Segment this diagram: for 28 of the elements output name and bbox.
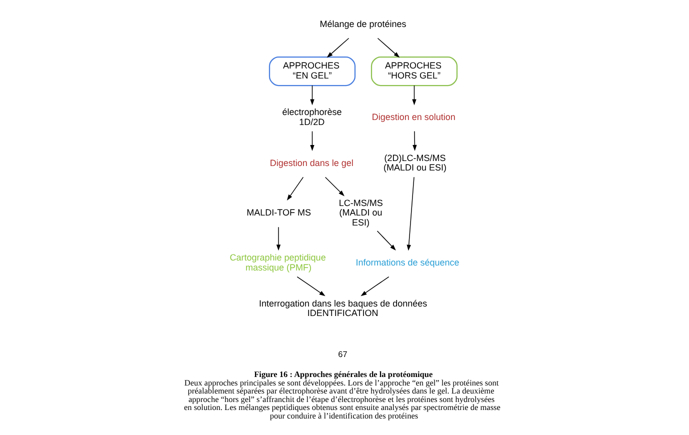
arrow bbox=[377, 38, 400, 58]
node-text: Digestion en solution bbox=[372, 112, 456, 122]
arrow bbox=[412, 85, 416, 106]
node-text: Cartographie peptidique massique (PMF) bbox=[230, 252, 326, 272]
arrow bbox=[324, 176, 344, 196]
node-text: Informations de séquence bbox=[356, 258, 460, 268]
node-box: APPROCHES “EN GEL” bbox=[268, 56, 356, 86]
node-text: MALDI-TOF MS bbox=[246, 208, 311, 218]
arrow bbox=[412, 130, 417, 151]
arrow bbox=[360, 276, 390, 296]
label: 67 bbox=[338, 350, 348, 359]
arrow bbox=[276, 226, 281, 251]
arrow bbox=[296, 276, 326, 296]
arrow bbox=[310, 85, 314, 106]
arrow bbox=[286, 176, 304, 201]
arrow bbox=[326, 38, 350, 58]
node-text: LC-MS/MS (MALDI ou ESI) bbox=[338, 198, 383, 228]
node-text: (2D)LC-MS/MS (MALDI ou ESI) bbox=[384, 152, 447, 173]
caption: Deux approches principales se sont développées. Lors de l’approche “en gel” les protéines sont préalablement séparées par électrophorèse avant d’être hydrolysées dans le gel. La deuxième approche “hors gel” s’affranchit de l’étape d’électrophorèse et les protéines sont hydrolysées en solution. Les mélanges peptidiques obtenus sont ensuite analysés par spectrométrie de masse pour conduire à l’identification des protéines bbox=[184, 378, 500, 420]
node-text: électrophorèse 1D/2D bbox=[282, 107, 342, 127]
node-text: Mélange de protéines bbox=[320, 19, 406, 30]
node-text: Digestion dans le gel bbox=[270, 158, 354, 168]
arrow bbox=[376, 230, 396, 250]
arrow bbox=[406, 176, 414, 251]
diagram-title: Figure 16 : Approches générales de la protéomique bbox=[254, 370, 433, 380]
node-text: Interrogation dans les baques de données IDENTIFICATION bbox=[259, 298, 428, 318]
node-box: APPROCHES “HORS GEL” bbox=[370, 56, 458, 86]
arrow bbox=[310, 130, 314, 151]
